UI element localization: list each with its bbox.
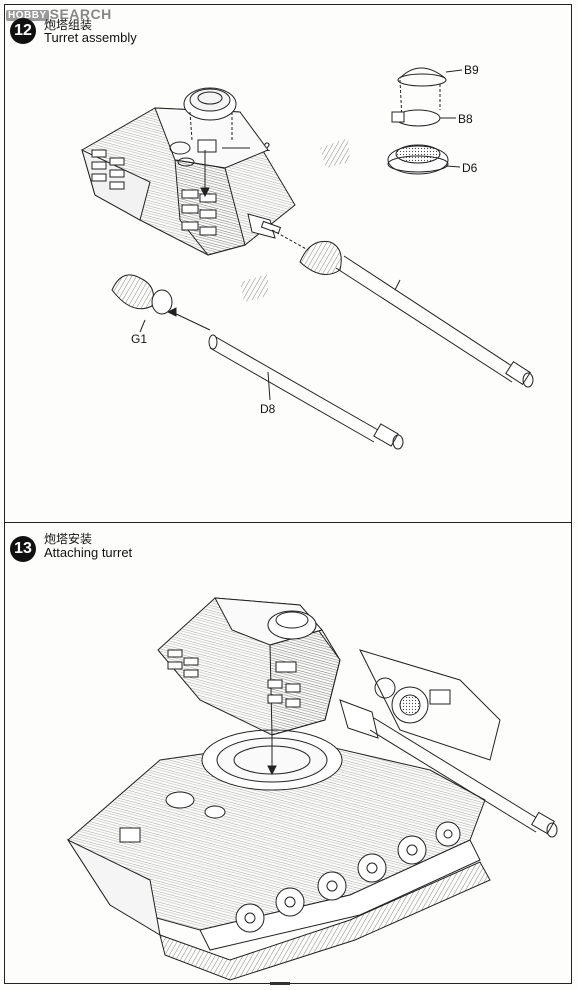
direction-marker-2 xyxy=(240,274,268,302)
watermark-text: SEARCH xyxy=(49,6,112,22)
tank-hull-step13 xyxy=(66,649,501,981)
step-12-number: 12 xyxy=(10,18,36,44)
barrel-lower xyxy=(111,274,404,450)
cupola-parts xyxy=(387,67,463,175)
turret-body-step13 xyxy=(157,597,558,838)
barrel-upper xyxy=(271,229,534,388)
step-divider xyxy=(4,522,572,523)
step-12-title-en: Turret assembly xyxy=(44,30,137,45)
part-label-b9: B9 xyxy=(464,63,479,77)
step-13-title-cn: 炮塔安装 xyxy=(44,532,93,546)
step-13-title-en: Attaching turret xyxy=(44,545,133,560)
step-12-title-cn: 炮塔组装 xyxy=(44,18,93,32)
step-13-number: 13 xyxy=(10,536,36,562)
part-label-b8: B8 xyxy=(458,112,473,126)
watermark-brand: HOBBY xyxy=(6,9,49,21)
part-label-g1: G1 xyxy=(131,332,148,346)
page-number-mark xyxy=(270,982,290,985)
turret-body-step12 xyxy=(81,87,296,256)
part-label-d6: D6 xyxy=(462,161,478,175)
direction-marker-1 xyxy=(320,138,350,168)
part-label-d8: D8 xyxy=(260,402,276,416)
